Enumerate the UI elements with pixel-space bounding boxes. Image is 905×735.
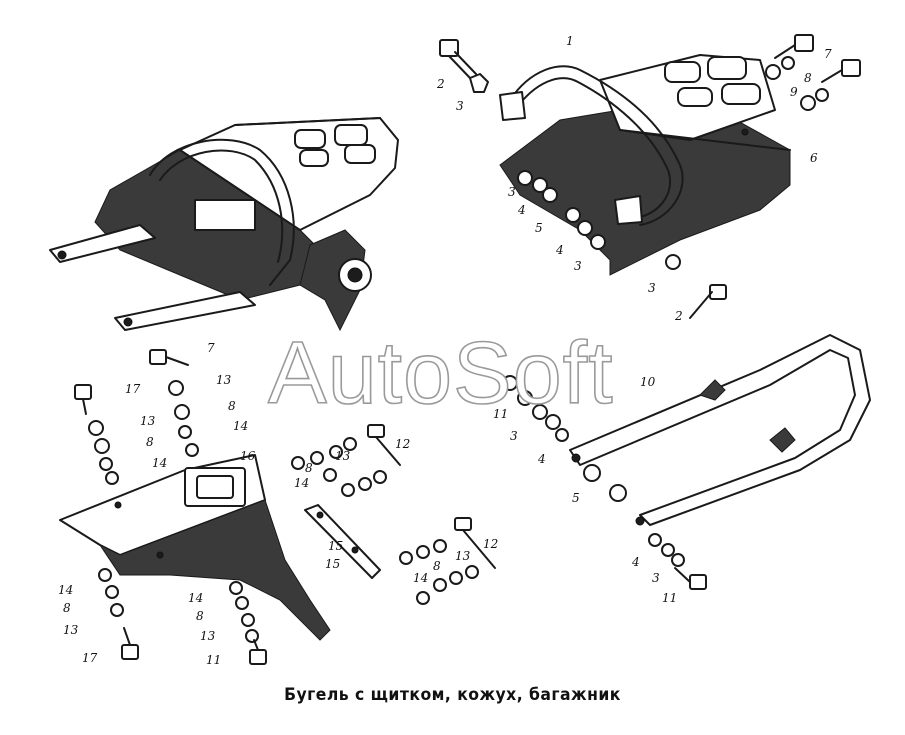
label-part-17: 17 <box>82 651 98 665</box>
label-part-7: 7 <box>824 47 832 61</box>
label-part-15: 15 <box>325 557 340 571</box>
label-part-3: 3 <box>574 259 582 273</box>
label-part-13: 13 <box>140 414 156 428</box>
label-part-3: 3 <box>508 185 516 199</box>
label-part-4: 4 <box>517 203 526 217</box>
label-part-2: 2 <box>674 309 683 323</box>
diagram-caption: Бугель с щитком, кожух, багажник <box>284 685 621 705</box>
label-part-11: 11 <box>493 407 508 421</box>
label-part-4: 4 <box>631 555 640 569</box>
label-part-5: 5 <box>572 491 580 505</box>
label-part-12: 12 <box>395 437 410 451</box>
label-part-5: 5 <box>535 221 543 235</box>
assembled-rack-drawing <box>49 117 399 332</box>
label-part-8: 8 <box>196 609 204 623</box>
label-part-10: 10 <box>640 375 656 389</box>
label-part-13: 13 <box>63 623 79 637</box>
label-part-17: 17 <box>125 382 141 396</box>
label-part-11: 11 <box>662 591 677 605</box>
label-part-3: 3 <box>652 571 660 585</box>
label-part-4: 4 <box>537 452 546 466</box>
label-part-3: 3 <box>510 429 518 443</box>
label-part-4: 4 <box>555 243 564 257</box>
shield-16-drawing <box>59 454 331 641</box>
label-part-12: 12 <box>483 537 498 551</box>
label-part-8: 8 <box>228 399 236 413</box>
label-part-8: 8 <box>305 461 313 475</box>
rack-and-bracket-drawing <box>499 54 791 276</box>
label-part-3: 3 <box>456 99 464 113</box>
label-part-14: 14 <box>413 571 428 585</box>
label-part-14: 14 <box>233 419 248 433</box>
label-part-14: 14 <box>188 591 203 605</box>
label-part-3: 3 <box>648 281 656 295</box>
part-number-labels: 1 2 3 7 8 9 6 3 4 5 4 3 3 2 7 17 13 8 13… <box>58 34 832 667</box>
label-part-11: 11 <box>206 653 221 667</box>
label-part-16: 16 <box>240 449 256 463</box>
label-part-2: 2 <box>436 77 445 91</box>
label-part-8: 8 <box>433 559 441 573</box>
label-part-1: 1 <box>566 34 574 48</box>
label-part-13: 13 <box>455 549 471 563</box>
label-part-14: 14 <box>58 583 73 597</box>
plate-15-drawing <box>304 504 381 579</box>
label-part-14: 14 <box>294 476 309 490</box>
label-part-6: 6 <box>810 151 818 165</box>
label-part-8: 8 <box>146 435 154 449</box>
label-part-15: 15 <box>328 539 343 553</box>
fastener-hardware <box>74 34 861 665</box>
watermark-text: AutoSoft <box>267 322 614 423</box>
label-part-7: 7 <box>207 341 215 355</box>
label-part-13: 13 <box>200 629 216 643</box>
label-part-13: 13 <box>216 373 232 387</box>
label-part-9: 9 <box>790 85 798 99</box>
label-part-13: 13 <box>335 449 351 463</box>
label-part-8: 8 <box>63 601 71 615</box>
label-part-8: 8 <box>804 71 812 85</box>
label-part-14: 14 <box>152 456 167 470</box>
bracket-10-drawing <box>569 334 871 526</box>
